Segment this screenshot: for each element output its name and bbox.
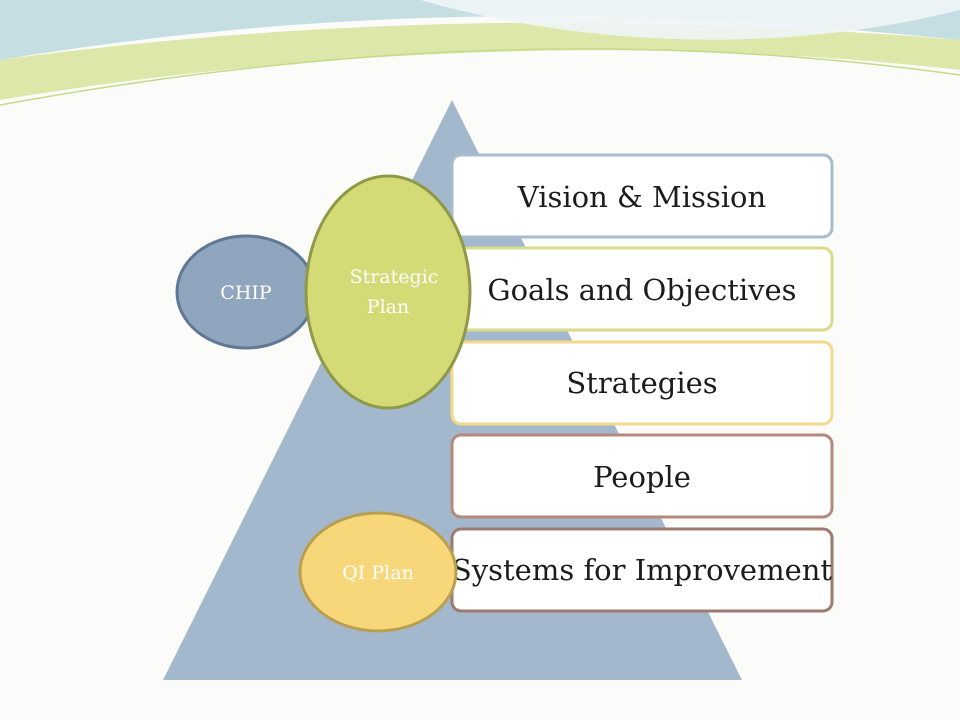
- swoosh-light-band: [420, 0, 960, 40]
- strategic-plan-ellipse-shape: [304, 174, 472, 410]
- strategic-plan-label-line-1: Strategic: [350, 266, 439, 288]
- qi-plan-label: QI Plan: [342, 562, 414, 584]
- swoosh-line: [0, 48, 960, 106]
- strategic-plan-ellipse: Strategic Plan: [304, 174, 472, 410]
- qi-plan-ellipse-shape: [298, 511, 458, 633]
- layer-bar-label: People: [593, 460, 691, 494]
- layer-bar-people: People: [450, 433, 834, 519]
- layer-bar-strategies: Strategies: [450, 340, 834, 426]
- layer-bar-box: [450, 433, 834, 519]
- layer-bar-label: Systems for Improvement: [452, 553, 833, 587]
- swoosh-green-band: [0, 22, 960, 100]
- layer-bar-box: [450, 153, 834, 239]
- layer-bar-label: Vision & Mission: [517, 180, 766, 214]
- header-swoosh: [0, 0, 960, 106]
- qi-plan-ellipse: QI Plan: [298, 511, 458, 633]
- chip-label: CHIP: [220, 282, 272, 304]
- layer-bar-systems-improvement: Systems for Improvement: [450, 527, 834, 613]
- strategic-plan-label-line-2: Plan: [367, 296, 409, 318]
- layer-bars: Vision & Mission Goals and Objectives St…: [450, 153, 834, 613]
- chip-ellipse: CHIP: [175, 234, 317, 350]
- layer-bar-goals-objectives: Goals and Objectives: [450, 246, 834, 332]
- layer-bar-label: Strategies: [566, 366, 717, 400]
- layer-bar-label: Goals and Objectives: [487, 273, 796, 307]
- layer-bar-vision-mission: Vision & Mission: [450, 153, 834, 239]
- layer-bar-box: [450, 340, 834, 426]
